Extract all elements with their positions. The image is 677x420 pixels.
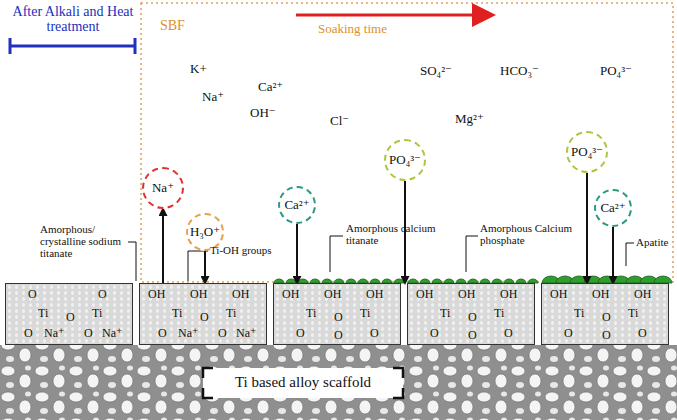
surface-layer: OOTiOTiONa⁺ONa⁺ xyxy=(5,283,133,345)
deposit-bump xyxy=(654,276,672,283)
atom-symbol: O xyxy=(296,326,305,340)
atom-symbol: Na⁺ xyxy=(178,326,198,340)
atom-symbol: Na⁺ xyxy=(236,326,256,340)
atom-symbol: O xyxy=(334,328,343,342)
ion-arrow xyxy=(586,173,588,283)
atom-symbol: O xyxy=(370,326,379,340)
atom-symbol: Ti xyxy=(226,306,236,320)
callout-label: Ti based alloy scaffold xyxy=(231,374,375,391)
atom-symbol: O xyxy=(334,310,343,324)
ion-label: Ca²⁺ xyxy=(600,200,625,216)
ion-label: K+ xyxy=(190,62,207,76)
atom-symbol: O xyxy=(638,326,647,340)
atom-symbol: O xyxy=(564,326,573,340)
atom-symbol: OH xyxy=(634,287,651,301)
ion-arrow xyxy=(204,251,206,283)
ion-circle: Ca²⁺ xyxy=(594,189,632,227)
atom-symbol: Ti xyxy=(440,306,450,320)
atom-symbol: O xyxy=(430,326,439,340)
atom-symbol: OH xyxy=(324,287,341,301)
ion-label: Mg²⁺ xyxy=(455,112,484,126)
atom-symbol: OH xyxy=(550,287,567,301)
ion-label: Na⁺ xyxy=(152,180,174,196)
ion-label: Na⁺ xyxy=(202,90,224,104)
ion-arrow xyxy=(612,227,614,283)
atom-symbol: O xyxy=(66,310,75,324)
atom-symbol: Ti xyxy=(92,306,102,320)
atom-symbol: O xyxy=(84,326,93,340)
caption-label: SBF xyxy=(160,18,185,33)
ion-arrow xyxy=(296,224,298,283)
atom-symbol: O xyxy=(468,328,477,342)
ion-label: PO₄³⁻ xyxy=(600,64,632,78)
atom-symbol: OH xyxy=(500,287,517,301)
atom-symbol: OH xyxy=(282,287,299,301)
atom-symbol: Na⁺ xyxy=(44,326,64,340)
atom-symbol: O xyxy=(28,287,37,301)
atom-symbol: Ti xyxy=(574,306,584,320)
ion-label: HCO₃⁻ xyxy=(500,64,539,78)
surface-layer: OHOHOHTiOTiONa⁺ONa⁺ xyxy=(139,283,267,345)
surface-layer: OHOHOHTiOTiOOO xyxy=(541,283,669,345)
atom-symbol: Ti xyxy=(360,306,370,320)
callout-label: Amorphous Calcium phosphate xyxy=(480,222,576,246)
ion-label: PO₄³⁻ xyxy=(389,152,421,168)
ion-label: PO₄³⁻ xyxy=(571,144,603,160)
atom-symbol: Ti xyxy=(306,306,316,320)
surface-layer: OHOHOHTiOTiOOO xyxy=(273,283,401,345)
atom-symbol: O xyxy=(158,326,167,340)
ion-label: Ca²⁺ xyxy=(284,197,309,213)
atom-symbol: OH xyxy=(232,287,249,301)
callout-label: Ti-OH groups xyxy=(210,244,272,256)
caption-label: Soaking time xyxy=(318,22,387,36)
atom-symbol: O xyxy=(98,287,107,301)
caption-label: After Alkali and Heat treatment xyxy=(8,4,138,35)
atom-symbol: Na⁺ xyxy=(102,326,122,340)
atom-symbol: OH xyxy=(458,287,475,301)
ion-label: Cl⁻ xyxy=(330,114,349,128)
callout-label: Apatite xyxy=(636,236,668,248)
atom-symbol: OH xyxy=(190,287,207,301)
ion-circle: Na⁺ xyxy=(142,167,184,209)
ion-label: OH⁻ xyxy=(250,106,276,120)
surface-layer: OHOHOHTiOTiOOO xyxy=(407,283,535,345)
atom-symbol: Ti xyxy=(494,306,504,320)
atom-symbol: O xyxy=(602,328,611,342)
ion-label: Ca²⁺ xyxy=(258,80,283,94)
atom-symbol: OH xyxy=(148,287,165,301)
ion-label: H₃O⁺ xyxy=(190,224,220,240)
ion-circle: Ca²⁺ xyxy=(278,186,316,224)
atom-symbol: O xyxy=(200,310,209,324)
atom-symbol: O xyxy=(468,310,477,324)
callout-label: Amorphous calcium titanate xyxy=(346,222,438,246)
ion-arrow xyxy=(162,209,164,283)
atom-symbol: Ti xyxy=(628,306,638,320)
callout-label: Amorphous/ crystalline sodium titanate xyxy=(40,223,128,259)
atom-symbol: O xyxy=(24,326,33,340)
atom-symbol: OH xyxy=(416,287,433,301)
ion-circle: PO₄³⁻ xyxy=(566,131,608,173)
atom-symbol: O xyxy=(602,310,611,324)
ion-label: SO₄²⁻ xyxy=(420,64,452,78)
atom-symbol: OH xyxy=(592,287,609,301)
atom-symbol: OH xyxy=(366,287,383,301)
ion-circle: PO₄³⁻ xyxy=(384,139,426,181)
atom-symbol: Ti xyxy=(172,306,182,320)
atom-symbol: O xyxy=(218,326,227,340)
atom-symbol: Ti xyxy=(38,306,48,320)
atom-symbol: O xyxy=(504,326,513,340)
